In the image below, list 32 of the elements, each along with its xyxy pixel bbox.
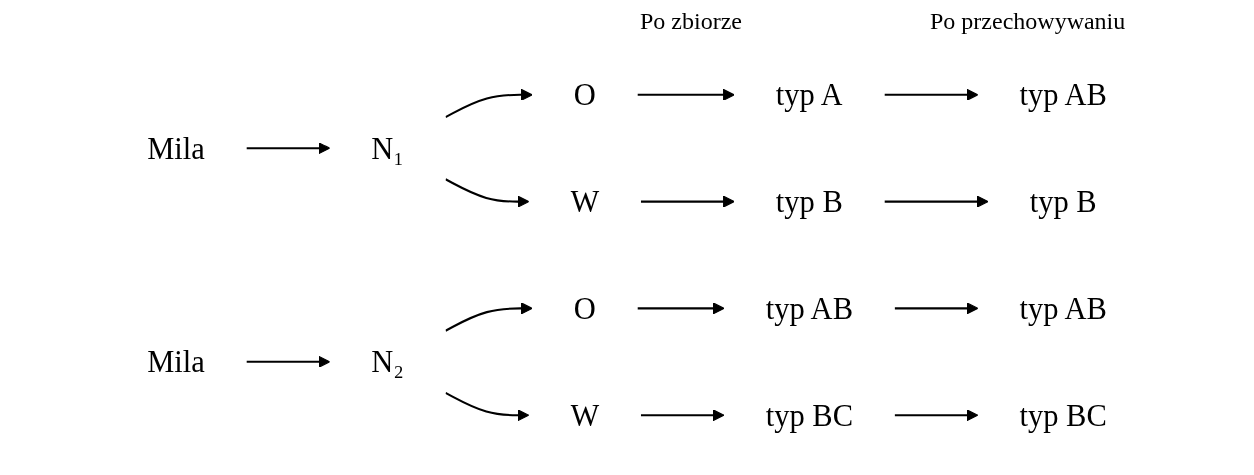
arrow (445, 88, 533, 119)
arrow (640, 195, 735, 208)
node-text: O (573, 291, 596, 326)
arrow (884, 195, 989, 208)
node-text: W (570, 397, 600, 433)
arrow (637, 88, 735, 101)
node-text: W (570, 184, 600, 219)
arrow (246, 142, 331, 155)
node-text: Mila (147, 344, 205, 380)
arrow (445, 391, 530, 422)
node-text: typ B (775, 184, 843, 219)
node-text: typ A (775, 77, 843, 113)
node-text: N₂ (371, 344, 404, 380)
node-text: O (573, 77, 596, 113)
node-text: N₁ (371, 130, 404, 166)
arrow (246, 355, 331, 368)
arrow (894, 302, 979, 315)
arrow (884, 88, 979, 101)
arrow (640, 409, 725, 422)
node-text: typ AB (1019, 77, 1107, 113)
node-text: typ BC (765, 397, 854, 433)
column-heading: Po przechowywaniu (930, 8, 1126, 35)
arrow (637, 302, 725, 315)
node-text: typ B (1029, 184, 1097, 219)
node-text: typ BC (1019, 397, 1107, 433)
node-text: typ AB (765, 291, 854, 326)
arrow (894, 409, 979, 422)
arrow (445, 302, 533, 332)
column-heading: Po zbiorze (640, 8, 742, 35)
node-text: Mila (147, 130, 205, 166)
node-text: typ AB (1019, 291, 1107, 326)
arrow (445, 178, 530, 208)
